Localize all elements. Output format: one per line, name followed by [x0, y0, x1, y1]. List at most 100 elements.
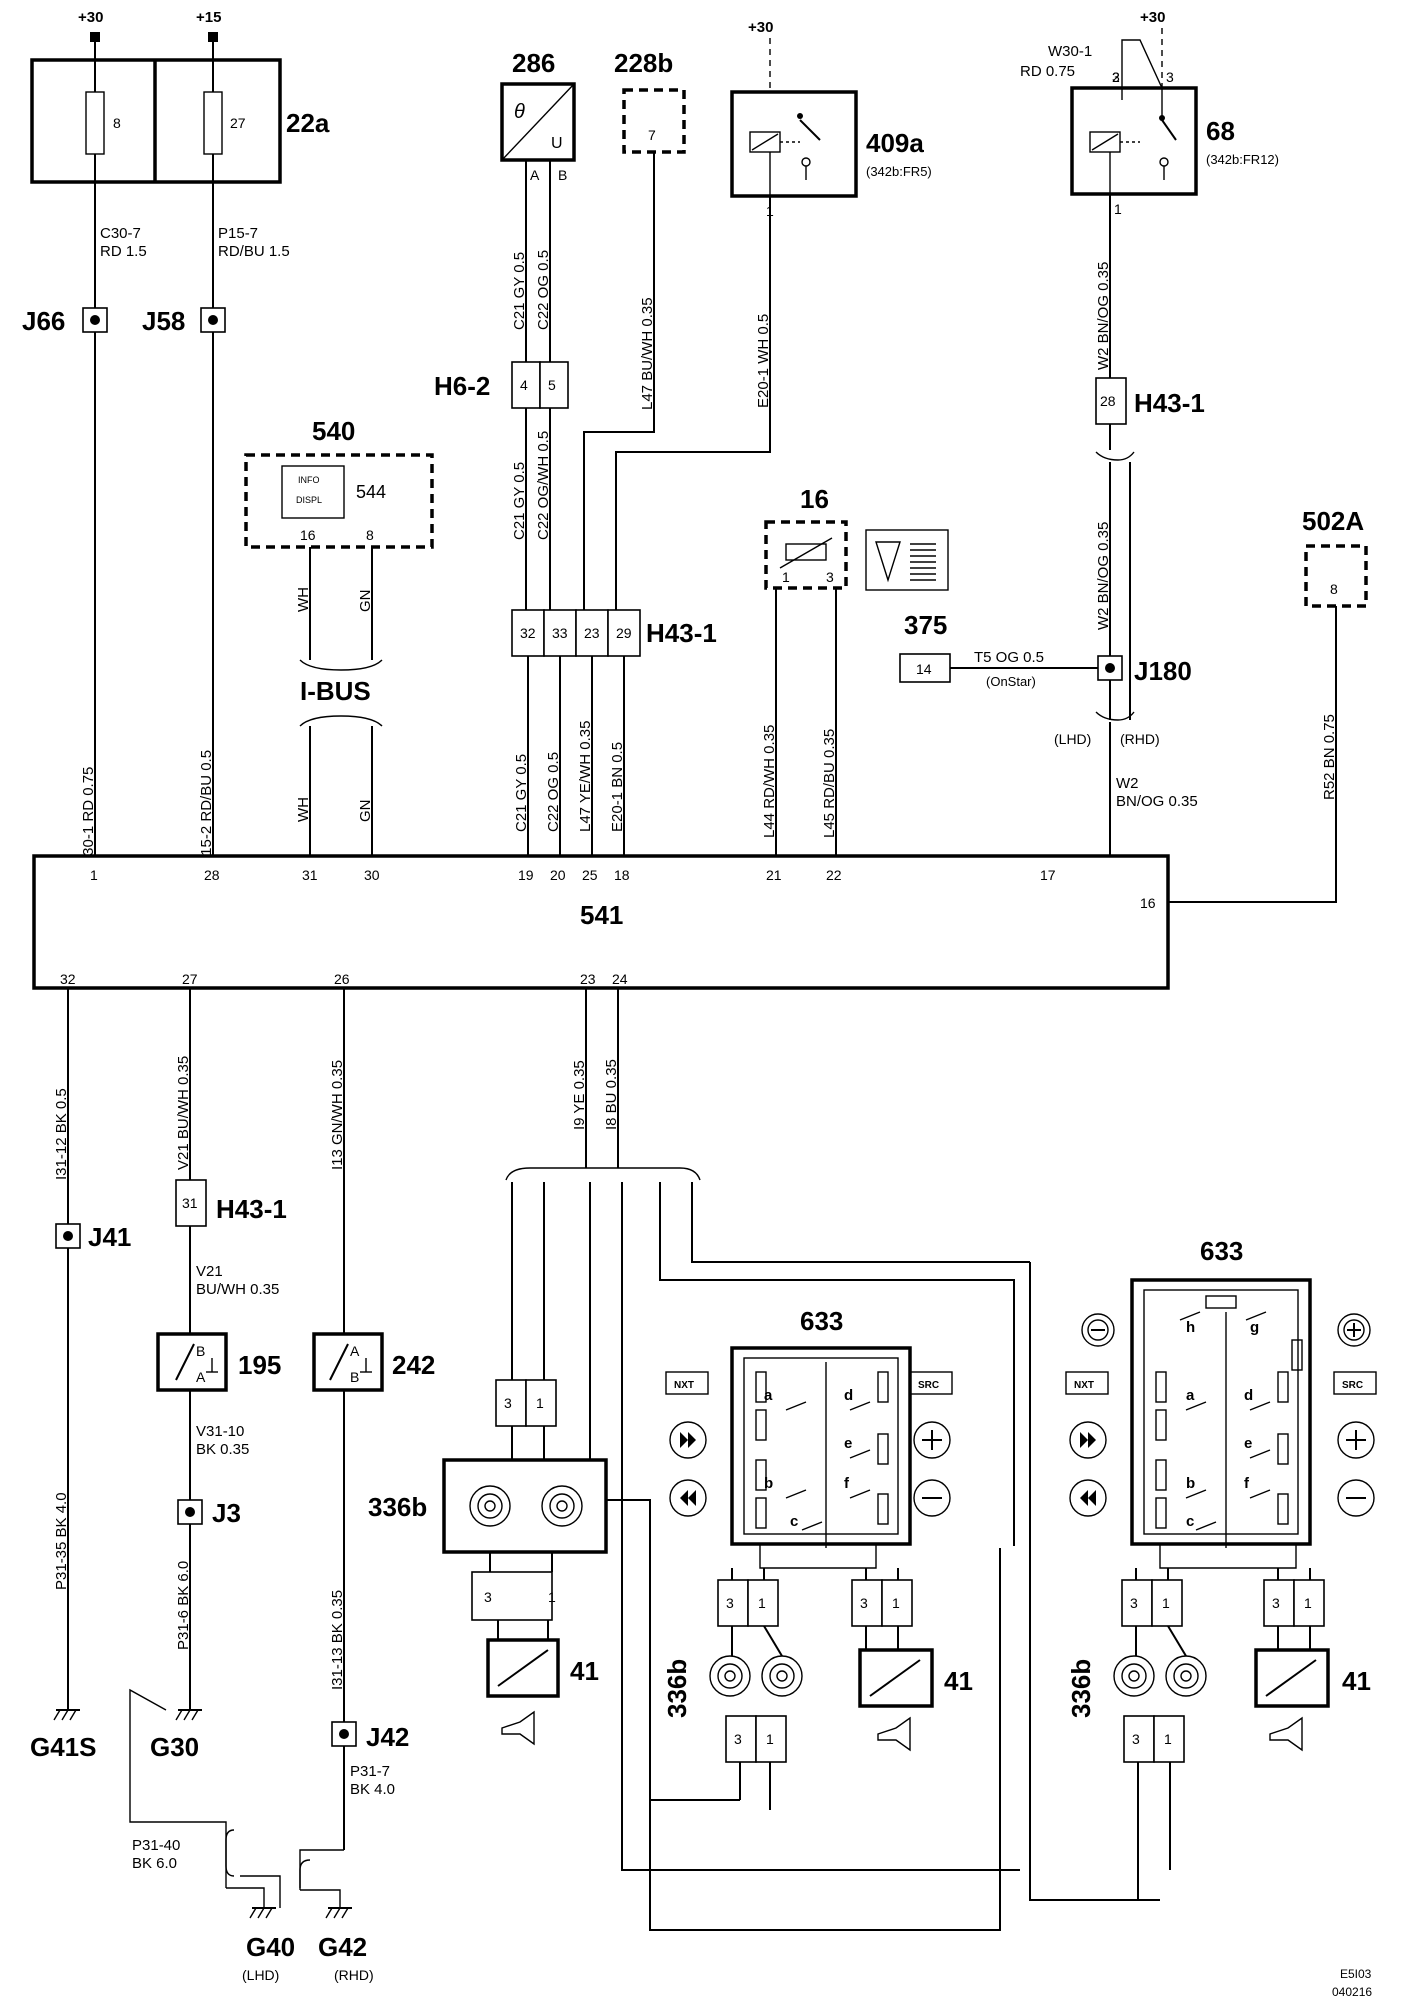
pin-number: 3: [1112, 69, 1120, 85]
pin-number: 16: [300, 527, 316, 543]
component-ref: (342b:FR12): [1206, 152, 1279, 167]
sensor-symbol: U: [551, 135, 563, 152]
wire-label: L45 RD/BU 0.35: [821, 729, 838, 838]
pin-number: 29: [616, 625, 632, 641]
pin-number: 31: [182, 1195, 198, 1211]
wire-label: P31-6 BK 6.0: [175, 1561, 192, 1650]
pin-number: 28: [1100, 393, 1116, 409]
wire-label: I8 BU 0.35: [603, 1059, 620, 1130]
junction-j42: J42: [331, 1721, 409, 1752]
pin-number: 31: [302, 867, 318, 883]
wire-label: P15-7: [218, 225, 258, 242]
junction-j58: J58: [142, 306, 226, 336]
wire-label: C21 GY 0.5: [511, 252, 528, 330]
pin-number: 24: [612, 971, 628, 987]
component-id: 68: [1206, 116, 1235, 146]
pin-number: 23: [584, 625, 600, 641]
pin-number: 28: [204, 867, 220, 883]
pin-number: 1: [766, 1731, 774, 1747]
pin-number: 26: [334, 971, 350, 987]
sensor-symbol: θ: [514, 101, 525, 123]
wire-label: L44 RD/WH 0.35: [761, 725, 778, 838]
component-id: 375: [904, 610, 947, 640]
pin-number: 3: [860, 1595, 868, 1611]
wire-label: RD 1.5: [100, 243, 147, 260]
pin-number: 14: [916, 661, 932, 677]
component-id: 41: [570, 1656, 599, 1686]
diagram-date-code: 040216: [1332, 1985, 1372, 1999]
component-id: 633: [800, 1306, 843, 1336]
pin-number: 3: [484, 1589, 492, 1605]
component-id: 409a: [866, 128, 924, 158]
diagram-code: E5I03: [1340, 1967, 1372, 1981]
pin-number: 25: [582, 867, 598, 883]
component-id: 633: [1200, 1236, 1243, 1266]
switch-letter: c: [1186, 1513, 1194, 1530]
variant-note: (LHD): [1054, 731, 1091, 747]
pin-number: 1: [758, 1595, 766, 1611]
wire-label: W30-1: [1048, 43, 1092, 60]
pin-number: 3: [734, 1731, 742, 1747]
switch-letter: f: [844, 1475, 850, 1492]
switch-letter: e: [844, 1435, 852, 1452]
wire-label: C22 OG 0.5: [545, 752, 562, 832]
ibus-label: I-BUS: [300, 676, 371, 706]
pin-number: 5: [548, 377, 556, 393]
fusebox-22a: 8 27 22a: [30, 58, 330, 184]
supply-plus30-left: +30: [78, 9, 103, 60]
pin-label: B: [350, 1369, 359, 1385]
junction-label: J58: [142, 306, 185, 336]
component-502a: 502A 8: [1302, 506, 1368, 608]
pin-number: 1: [90, 867, 98, 883]
supply-plus15: +15: [196, 9, 221, 60]
wire-label: E20-1 WH 0.5: [755, 314, 772, 408]
wire-label: P31-40: [132, 1837, 180, 1854]
pin-number: 1: [536, 1395, 544, 1411]
switch-letter: d: [844, 1387, 853, 1404]
wire-label: WH: [295, 587, 312, 612]
supply-label: +15: [196, 9, 221, 26]
pin-number: 20: [550, 867, 566, 883]
pin-number: 3: [826, 569, 834, 585]
wire-label: V31-10: [196, 1423, 244, 1440]
switch-195: B A 195: [156, 1332, 281, 1392]
wire-label: C22 OG 0.5: [535, 250, 552, 330]
nxt-label: NXT: [674, 1380, 694, 1391]
src-label: SRC: [918, 1380, 939, 1391]
connector-h43-1-c: 31 H43-1: [175, 1179, 287, 1227]
pin-number: 18: [614, 867, 630, 883]
wire-label: W2 BN/OG 0.35: [1095, 262, 1112, 370]
wire-label: I15-2 RD/BU 0.5: [198, 750, 215, 860]
wire-label: L47 YE/WH 0.35: [577, 721, 594, 832]
horn-336b-right: 3 1 3 1 336b 3 1 41: [1066, 1579, 1371, 1763]
wire-label: W2 BN/OG 0.35: [1095, 522, 1112, 630]
supply-label: +30: [748, 19, 773, 36]
component-id: 41: [944, 1666, 973, 1696]
component-68: 3 2 3 68 (342b:FR12) 1: [1070, 69, 1279, 217]
connector-h43-1-b: 28 H43-1: [1095, 377, 1205, 425]
junction-j180: J180: [1097, 655, 1192, 686]
minus-icon: [1337, 1479, 1375, 1517]
component-id: 502A: [1302, 506, 1364, 536]
horn-336b-left: 3 1 336b 3 1 41: [368, 1379, 608, 1746]
pin-number: 16: [1140, 895, 1156, 911]
wire-label: BK 6.0: [132, 1855, 177, 1872]
switch-letter: b: [764, 1475, 773, 1492]
wire-label: I31-12 BK 0.5: [53, 1088, 70, 1180]
pin-number: 30: [364, 867, 380, 883]
pin-number: 19: [518, 867, 534, 883]
pin-number: 32: [520, 625, 536, 641]
switch-letter: e: [1244, 1435, 1252, 1452]
plus-icon: [1337, 1421, 1375, 1459]
junction-j66: J66: [22, 306, 108, 336]
component-id: 16: [800, 484, 829, 514]
gear-minus-icon: [1081, 1313, 1115, 1347]
wire-label: C21 GY 0.5: [511, 462, 528, 540]
switch-letter: a: [764, 1387, 773, 1404]
component-16: 16 1 3: [764, 484, 848, 590]
component-id: 22a: [286, 108, 330, 138]
nxt-label: NXT: [1074, 1380, 1094, 1391]
wire-label: BN/OG 0.35: [1116, 793, 1198, 810]
wire-label: RD/BU 1.5: [218, 243, 290, 260]
